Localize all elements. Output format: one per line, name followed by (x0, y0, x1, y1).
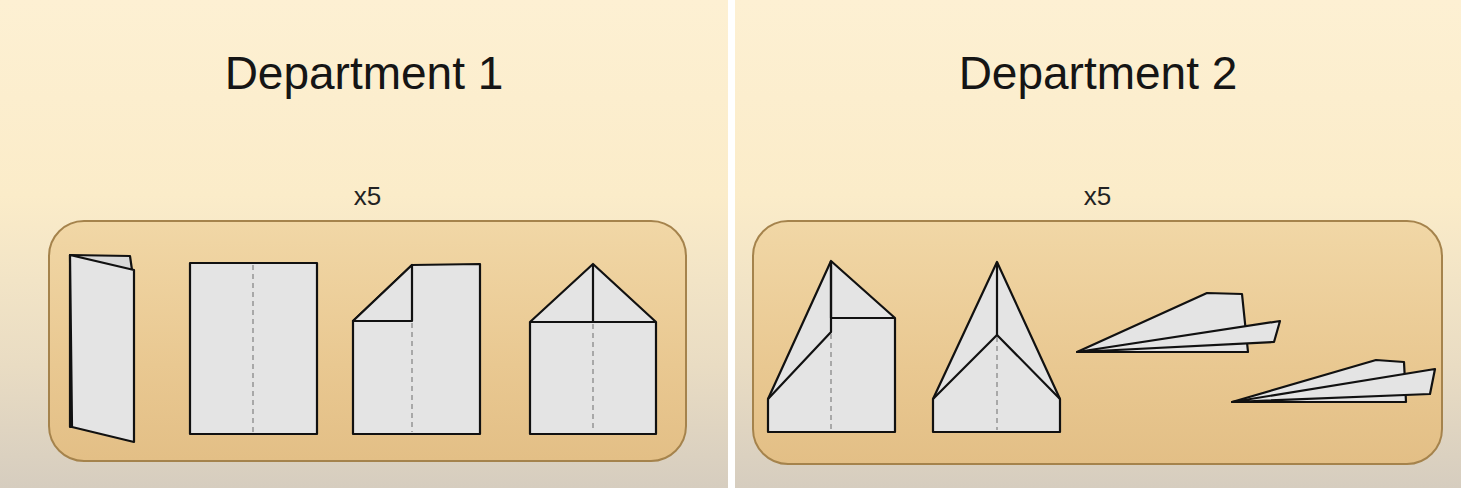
folding-tray: x5 (752, 220, 1443, 465)
folding-steps-1 (50, 222, 689, 464)
quantity-label: x5 (50, 182, 685, 211)
folding-tray: x5 (48, 220, 687, 462)
department-title: Department 2 (735, 48, 1461, 99)
quantity-label: x5 (754, 182, 1441, 211)
department-panel: Department 2 x5 (735, 0, 1461, 488)
folding-steps-2 (754, 222, 1445, 467)
department-title: Department 1 (0, 48, 728, 99)
department-panel: Department 1 x5 (0, 0, 728, 488)
